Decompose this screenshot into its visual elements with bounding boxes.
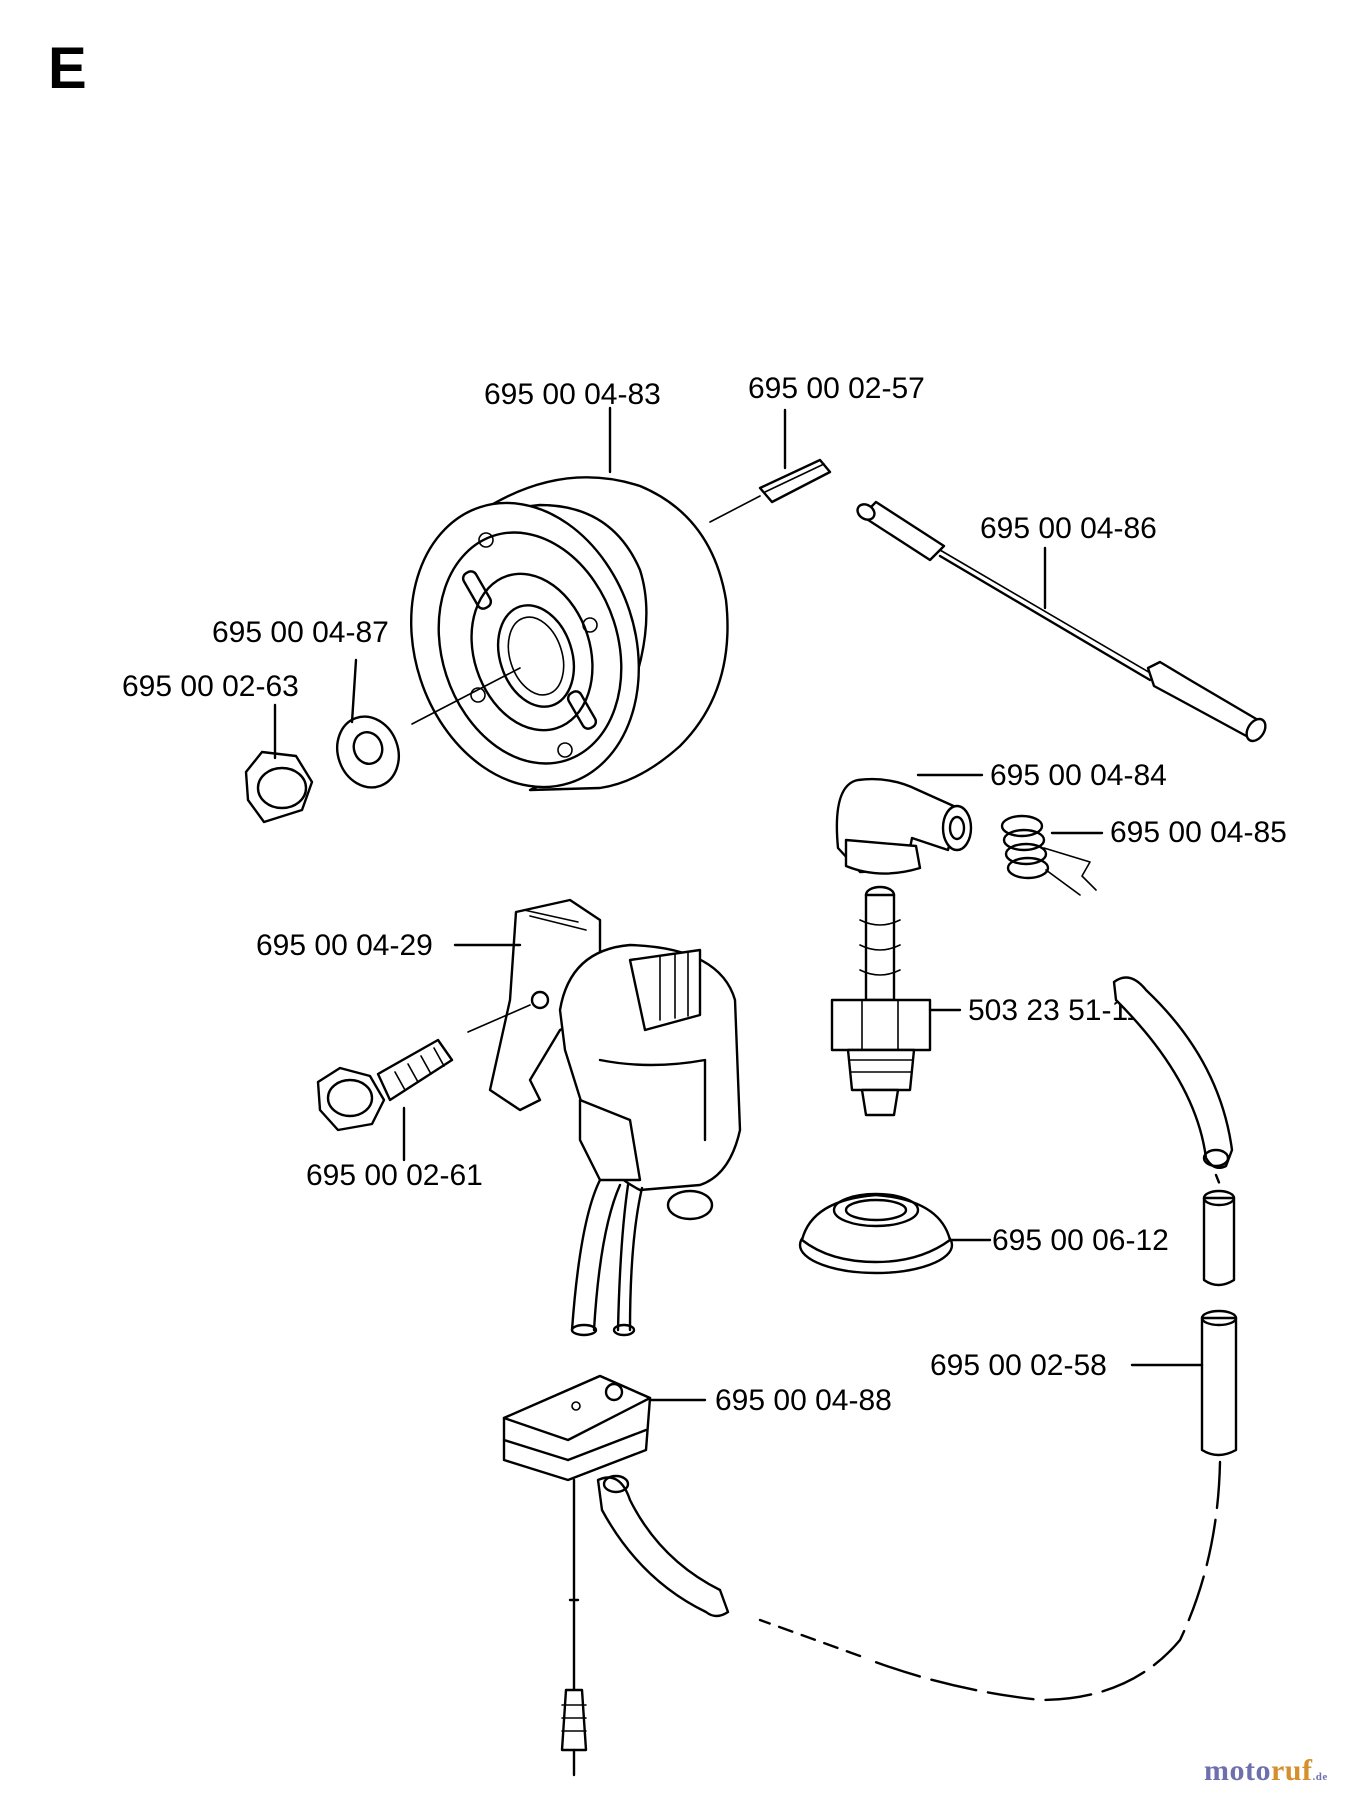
label-spark-plug: 503 23 51-11	[968, 994, 1143, 1027]
grommet-part[interactable]	[798, 1192, 954, 1275]
label-hose: 695 00 02-58	[930, 1349, 1107, 1382]
washer-part[interactable]	[327, 708, 408, 796]
watermark-suffix: .de	[1312, 1771, 1328, 1783]
label-short-circuit-plate: 695 00 04-88	[715, 1384, 892, 1417]
nut-part[interactable]	[244, 750, 314, 824]
label-spring: 695 00 04-85	[1110, 816, 1287, 849]
spark-plug-cap-part[interactable]	[835, 777, 973, 875]
label-washer: 695 00 04-87	[212, 616, 389, 649]
hose-part[interactable]	[596, 976, 1238, 1702]
leader-washer	[350, 658, 358, 724]
spark-plug-part[interactable]	[830, 885, 932, 1117]
section-letter: E	[48, 36, 87, 101]
key-part[interactable]	[758, 458, 832, 504]
label-screw: 695 00 02-61	[306, 1159, 483, 1192]
center-line-ignition-module	[467, 1004, 531, 1033]
label-key: 695 00 02-57	[748, 372, 925, 405]
screw-part[interactable]	[316, 1038, 454, 1132]
watermark-part1: moto	[1204, 1754, 1271, 1787]
label-flywheel: 695 00 04-83	[484, 378, 661, 411]
watermark-logo: motoruf.de	[1204, 1754, 1328, 1788]
flywheel-part[interactable]	[376, 473, 729, 817]
label-ignition-module: 695 00 04-29	[256, 929, 433, 962]
label-ht-lead: 695 00 04-86	[980, 512, 1157, 545]
short-circuit-plate-part[interactable]	[502, 1374, 652, 1777]
label-nut: 695 00 02-63	[122, 670, 299, 703]
center-line-flywheel	[411, 667, 521, 725]
spring-part[interactable]	[1000, 814, 1097, 896]
label-grommet: 695 00 06-12	[992, 1224, 1169, 1257]
label-spark-plug-cap: 695 00 04-84	[990, 759, 1167, 792]
ht-lead-part[interactable]	[855, 500, 1270, 744]
center-line-key	[709, 495, 761, 523]
watermark-part2: ruf	[1270, 1754, 1313, 1787]
ignition-module-part[interactable]	[488, 898, 742, 1337]
